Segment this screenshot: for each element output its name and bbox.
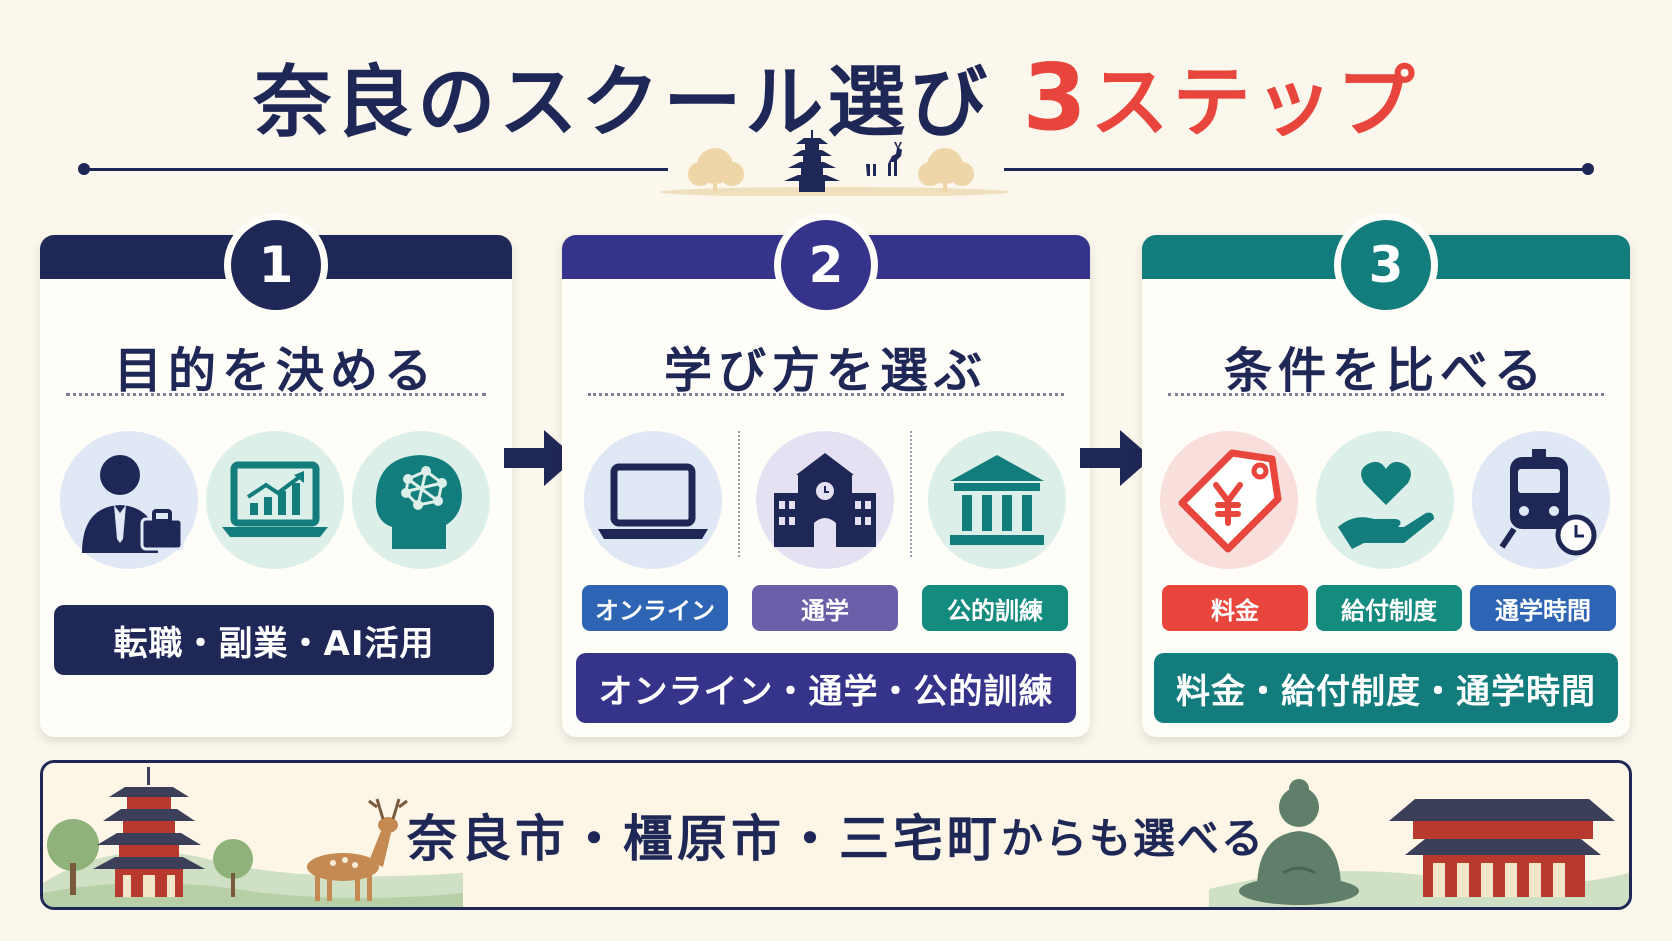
buddha-temple-scene-icon <box>1209 779 1629 907</box>
laptop-growth-chart-icon <box>206 431 344 569</box>
chip-benefit-system: 給付制度 <box>1316 585 1462 631</box>
step-card-1: 1 目的を決める <box>40 213 512 737</box>
divider-left <box>84 168 668 171</box>
title-suffix: ステップ <box>1090 58 1419 148</box>
ai-brain-network-icon <box>352 431 490 569</box>
laptop-icon <box>584 431 722 569</box>
step-1-divider <box>66 393 486 396</box>
bottom-banner: 奈良市・橿原市・三宅町からも選べる <box>40 760 1632 910</box>
public-institution-icon <box>928 431 1066 569</box>
banner-message: 奈良市・橿原市・三宅町からも選べる <box>43 763 1629 907</box>
step-3-summary: 料金・給付制度・通学時間 <box>1154 653 1618 723</box>
step-2-number: 2 <box>774 213 878 317</box>
pagoda-deer-decoration-icon <box>660 130 1010 196</box>
step-2-summary: オンライン・通学・公的訓練 <box>576 653 1076 723</box>
title-number: 3 <box>1022 44 1091 151</box>
step-2-divider <box>588 393 1064 396</box>
pagoda-deer-scene-icon <box>43 767 463 907</box>
step-card-3: 3 条件を比べる 料金 給付制度 通学時間 料金・給付制度 <box>1142 213 1630 737</box>
step-3-number: 3 <box>1334 213 1438 317</box>
step-1-number: 1 <box>224 213 328 317</box>
businessman-briefcase-icon <box>60 431 198 569</box>
step-3-divider <box>1168 393 1604 396</box>
chip-fee: 料金 <box>1162 585 1308 631</box>
step-1-summary: 転職・副業・AI活用 <box>54 605 494 675</box>
divider-right <box>1004 168 1588 171</box>
arrow-right-icon <box>504 430 576 486</box>
step-3-heading: 条件を比べる <box>1223 343 1548 399</box>
title-main: 奈良のスクール選び <box>253 58 992 148</box>
yen-price-tag-icon <box>1160 431 1298 569</box>
step-card-2: 2 学び方を選ぶ <box>562 213 1090 737</box>
banner-tail: からも選べる <box>1000 813 1265 863</box>
step-1-heading: 目的を決める <box>113 343 438 399</box>
arrow-right-icon <box>1080 430 1152 486</box>
divider-dot-right <box>1582 163 1594 175</box>
chip-commute-time: 通学時間 <box>1470 585 1616 631</box>
banner-places: 奈良市・橿原市・三宅町 <box>406 810 1001 868</box>
separator <box>910 431 912 557</box>
school-building-icon <box>756 431 894 569</box>
heart-hand-icon <box>1316 431 1454 569</box>
chip-commute: 通学 <box>752 585 898 631</box>
step-2-heading: 学び方を選ぶ <box>663 343 988 399</box>
separator <box>738 431 740 557</box>
page-title: 奈良のスクール選び 3ステップ <box>0 40 1672 152</box>
chip-public-training: 公的訓練 <box>922 585 1068 631</box>
train-clock-icon <box>1472 431 1610 569</box>
chip-online: オンライン <box>582 585 728 631</box>
